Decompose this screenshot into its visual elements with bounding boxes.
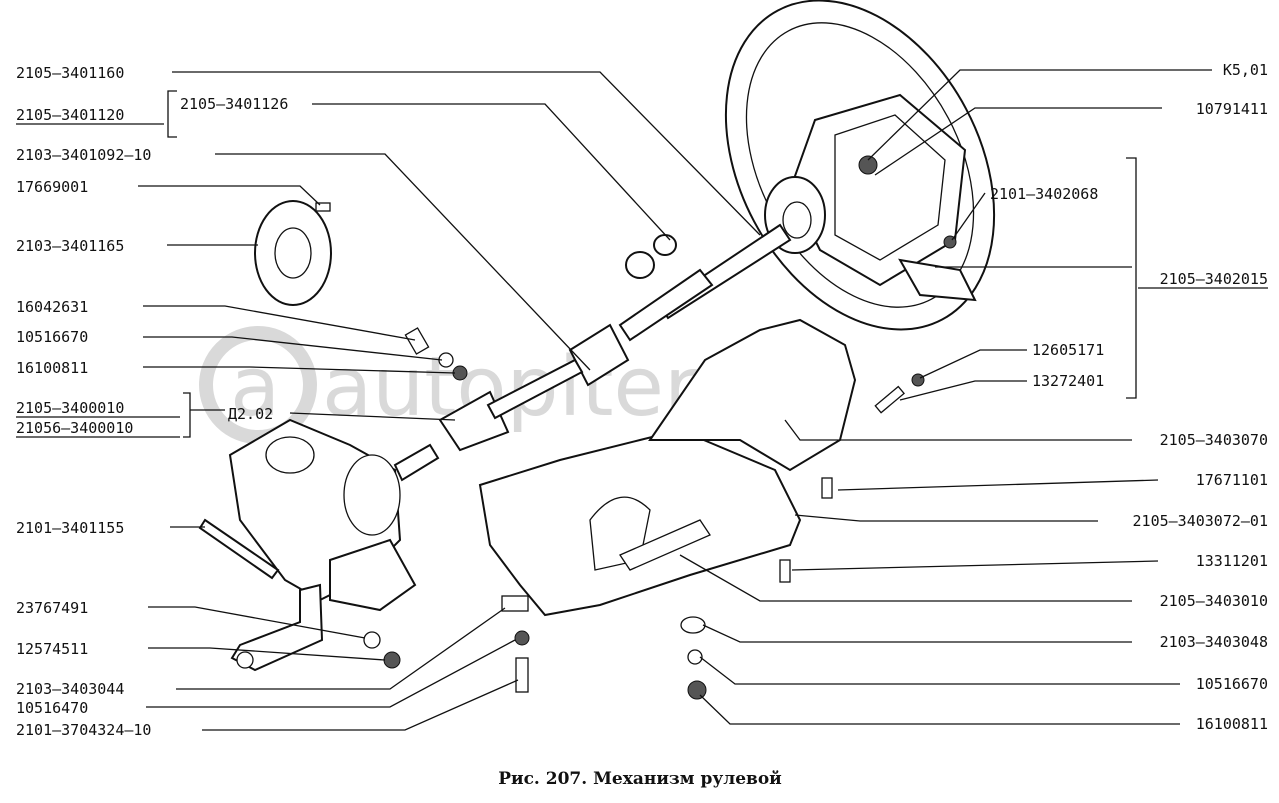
- label-2101-3402068: 2101–3402068: [990, 185, 1098, 203]
- label-16100811-left: 16100811: [16, 359, 88, 377]
- nut-16100811: [452, 365, 468, 381]
- label-10516670-left: 10516670: [16, 328, 88, 346]
- nut-16100811-right: [687, 680, 707, 700]
- screw-13311201: [779, 559, 791, 583]
- label-17669001: 17669001: [16, 178, 88, 196]
- label-12574511: 12574511: [16, 640, 88, 658]
- column-support: [648, 318, 857, 472]
- shaft-bushing-1: [625, 251, 655, 279]
- universal-joint-upper: [568, 323, 630, 387]
- labels-right: К5,01 10791411 2101–3402068 2105–3402015…: [990, 61, 1268, 733]
- hub-nut: [858, 155, 878, 175]
- label-2105-3403010: 2105–3403010: [1160, 592, 1268, 610]
- figure-caption: Рис. 207. Механизм рулевой: [498, 769, 782, 789]
- label-21056-3400010: 21056–3400010: [16, 419, 133, 437]
- nut-10516470: [514, 630, 530, 646]
- intermediate-shaft: [486, 358, 584, 420]
- screw-17669001: [315, 202, 331, 212]
- label-2103-3403044: 2103–3403044: [16, 680, 124, 698]
- shaft-bushing-2: [653, 234, 677, 256]
- gearbox-bracket: [329, 538, 417, 612]
- label-10516470: 10516470: [16, 699, 88, 717]
- clip-2103-3403044: [501, 595, 529, 612]
- label-2101-3704324-10: 2101–3704324–10: [16, 721, 151, 739]
- leader-lines: [138, 69, 1212, 731]
- nut-12605171: [911, 373, 925, 387]
- label-k5-01: К5,01: [1223, 61, 1268, 79]
- label-brackets: [167, 90, 1137, 438]
- label-23767491: 23767491: [16, 599, 88, 617]
- label-2105-3401120: 2105–3401120: [16, 106, 124, 124]
- bolt-16042631: [404, 327, 430, 355]
- label-2101-3401155: 2101–3401155: [16, 519, 124, 537]
- watermark-logo-glyph: a: [230, 340, 280, 435]
- label-13272401: 13272401: [1032, 372, 1104, 390]
- label-13311201: 13311201: [1196, 552, 1268, 570]
- label-2105-3403072-01: 2105–3403072–01: [1133, 512, 1268, 530]
- label-16100811-right: 16100811: [1196, 715, 1268, 733]
- label-10791411: 10791411: [1196, 100, 1268, 118]
- label-2105-3400010: 2105–3400010: [16, 399, 124, 417]
- label-2103-3403048: 2103–3403048: [1160, 633, 1268, 651]
- label-2105-3402015: 2105–3402015: [1160, 270, 1268, 288]
- bolt-13272401: [874, 385, 905, 414]
- label-16042631: 16042631: [16, 298, 88, 316]
- washer-10516670-right: [687, 649, 703, 665]
- label-12605171: 12605171: [1032, 341, 1104, 359]
- gearbox-input-shaft: [393, 443, 440, 482]
- label-2105-3401126: 2105–3401126: [180, 95, 288, 113]
- labels-left: 2105–3401160 2105–3401120 2105–3401126 2…: [16, 64, 288, 739]
- bolt-2101-3704324: [515, 657, 529, 693]
- washer-23767491: [363, 631, 381, 649]
- label-2105-3401160: 2105–3401160: [16, 64, 124, 82]
- label-2105-3403070: 2105–3403070: [1160, 431, 1268, 449]
- nut-12574511: [383, 651, 401, 669]
- label-17671101: 17671101: [1196, 471, 1268, 489]
- label-10516670-right: 10516670: [1196, 675, 1268, 693]
- label-d2-02: Д2.02: [228, 405, 273, 423]
- long-bolt: [198, 518, 280, 580]
- bolt-17671101: [821, 477, 833, 499]
- label-2103-3401165: 2103–3401165: [16, 237, 124, 255]
- parts-drawing: [198, 0, 996, 700]
- label-2103-3401092-10: 2103–3401092–10: [16, 146, 151, 164]
- washer-2103-3403048: [680, 616, 706, 634]
